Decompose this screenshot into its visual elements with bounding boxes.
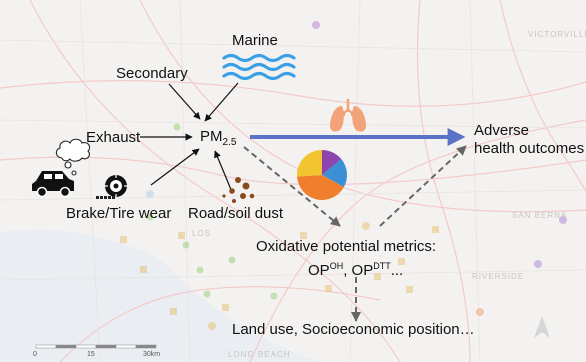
exhaust-cloud-icon — [55, 138, 91, 176]
pie-slice-3 — [297, 175, 344, 200]
outcome-line2: health outcomes — [474, 140, 585, 157]
pie-slice-1 — [322, 150, 342, 175]
outcome-line1: Adverse — [474, 122, 530, 139]
road-soil-dust-label: Road/soil dust — [188, 205, 284, 222]
op-oh-base: OP — [308, 262, 330, 279]
brake-tire-label: Brake/Tire wear — [66, 205, 172, 222]
scale-label-30km: 30km — [143, 351, 161, 358]
north-arrow-icon — [534, 316, 550, 338]
waves-icon — [222, 53, 296, 81]
pm25-subscript: 2.5 — [222, 137, 237, 148]
pm25-base: PM — [200, 128, 223, 145]
marine-label: Marine — [232, 32, 278, 49]
arrow-secondary-to-pm — [168, 83, 201, 120]
pm25-label: PM2.5 — [200, 128, 236, 151]
source-arrows — [140, 82, 239, 193]
arrow-brake-to-pm — [150, 148, 200, 186]
tire-icon — [105, 175, 127, 197]
pie-slice-4 — [297, 150, 322, 177]
dashed-arrow-pm-to-op — [243, 146, 341, 227]
op-ellipsis: ... — [390, 262, 404, 279]
scale-label-0: 0 — [33, 351, 37, 358]
pie-slice-2 — [322, 159, 348, 188]
scale-bar — [35, 344, 157, 349]
map-label-riverside: RIVERSIDE — [472, 272, 525, 281]
pie-chart — [297, 150, 348, 200]
op-dtt-base: OP — [351, 262, 374, 279]
dashed-arrows — [243, 145, 467, 322]
op-dtt-sup: DTT — [373, 261, 391, 271]
exhaust-label: Exhaust — [86, 129, 141, 146]
covariates-label: Land use, Socioeconomic position… — [232, 321, 475, 338]
lungs-icon — [330, 99, 366, 132]
arrow-marine-to-pm — [204, 82, 239, 122]
op-title: Oxidative potential metrics: — [256, 238, 437, 255]
map-label-los-angeles: LOS — [192, 229, 212, 238]
map-label-victorville: VICTORVILLE — [528, 30, 586, 39]
brake-particles-icon — [96, 196, 115, 199]
op-metrics: OPOH, OPDTT... — [308, 258, 403, 279]
op-oh-sup: OH — [329, 261, 344, 271]
car-icon — [32, 171, 74, 198]
arrow-road-to-pm — [214, 150, 233, 193]
scale-label-15: 15 — [87, 351, 95, 358]
op-separator: , — [343, 262, 352, 279]
dust-particles-icon — [222, 177, 255, 203]
map-label-long-beach: LONG BEACH — [228, 350, 291, 359]
map-label-san-bernardino: SAN BERNA — [512, 211, 568, 220]
secondary-label: Secondary — [116, 65, 188, 82]
